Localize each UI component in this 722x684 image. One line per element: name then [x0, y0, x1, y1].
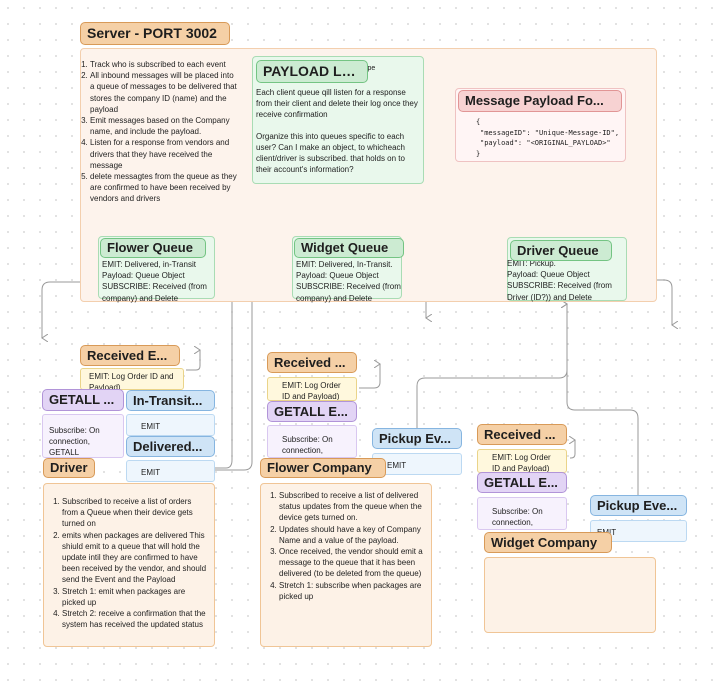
driver-received-loop-connector: [186, 350, 200, 371]
code-line: {: [476, 118, 481, 126]
driver-step: Subscribed to receive a list of orders f…: [62, 496, 208, 530]
widget-received-event-body: EMIT: Log Order ID and Payload): [477, 449, 567, 473]
flower-company-step: Updates should have a key of Company Nam…: [279, 524, 425, 546]
payload-log-para: Organize this into queues specific to ea…: [256, 131, 405, 175]
server-steps: Track who is subscribed to each event Al…: [76, 59, 238, 204]
widget-company-title[interactable]: Widget Company: [484, 532, 612, 553]
driver-title[interactable]: Driver: [43, 458, 95, 478]
flower-received-event-title[interactable]: Received ...: [267, 352, 357, 373]
queue-line: Payload: Queue Object: [507, 270, 590, 280]
flower-queue-to-driver-connector: [42, 281, 98, 338]
driver-step: emits when packages are delivered This s…: [62, 530, 208, 586]
driver-received-event-title[interactable]: Received E...: [80, 345, 180, 366]
driver-queue-right-connector: [627, 279, 672, 325]
driver-queue-title[interactable]: Driver Queue: [510, 240, 612, 261]
flower-company-step: Stretch 1: subscribe when packages are p…: [279, 580, 425, 602]
driver-in-transit-event-title[interactable]: In-Transit...: [126, 390, 215, 411]
payload-log-notes: Each client queue qill listen for a resp…: [256, 87, 420, 175]
driver-getall-event-body: Subscribe: On connection, GETALL: [42, 414, 124, 458]
driver-step: Stretch 2: receive a confirmation that t…: [62, 608, 208, 630]
code-line: "messageID": "Unique-Message-ID",: [480, 128, 620, 137]
message-format-title[interactable]: Message Payload Fo...: [458, 90, 622, 112]
server-step: delete messagtes from the queue as they …: [90, 171, 238, 205]
flower-getall-event-title[interactable]: GETALL E...: [267, 401, 357, 422]
flower-getall-event-body: Subscribe: On connection, GETALL: [267, 425, 357, 458]
server-title[interactable]: Server - PORT 3002: [80, 22, 230, 45]
flower-received-event-body: EMIT: Log Order ID and Payload): [267, 377, 357, 401]
driver-delivered-event-title[interactable]: Delivered...: [126, 436, 215, 457]
queue-line: EMIT: Delivered, In-Transit.: [296, 260, 393, 269]
queue-line: EMIT: Delivered, in-Transit: [102, 260, 196, 269]
widget-queue-body: EMIT: Delivered, In-Transit. Payload: Qu…: [296, 259, 404, 304]
flower-pickup-event-title[interactable]: Pickup Ev...: [372, 428, 462, 449]
driver-delivered-event-body: EMIT: [126, 460, 215, 482]
widget-queue-title[interactable]: Widget Queue: [294, 238, 404, 258]
driver-in-transit-event-body: EMIT: [126, 414, 215, 436]
widget-pickup-to-driver-queue-connector: [567, 304, 639, 495]
widget-received-event-title[interactable]: Received ...: [477, 424, 567, 445]
flower-company-notes-card[interactable]: Subscribed to receive a list of delivere…: [260, 483, 432, 647]
driver-received-event-body: EMIT: Log Order ID and Payload): [80, 368, 184, 390]
widget-pickup-event-title[interactable]: Pickup Eve...: [590, 495, 687, 516]
queue-line: SUBSCRIBE: Received (from company) and D…: [296, 282, 401, 303]
queue-line: EMIT: Pickup.: [507, 259, 556, 268]
flower-queue-body: EMIT: Delivered, in-Transit Payload: Que…: [102, 259, 214, 304]
queue-line: SUBSCRIBE: Received (from Driver (ID?)) …: [507, 281, 612, 302]
flower-received-loop-connector: [359, 364, 380, 389]
driver-getall-event-title[interactable]: GETALL ...: [42, 389, 124, 411]
code-line: }: [476, 149, 481, 158]
server-step: All inbound messages will be placed into…: [90, 70, 238, 115]
server-step: Emit messages based on the Company name,…: [90, 115, 238, 137]
flower-company-step: Once received, the vendor should emit a …: [279, 546, 425, 580]
driver-queue-body: EMIT: Pickup. Payload: Queue Object SUBS…: [507, 258, 625, 303]
flower-queue-title[interactable]: Flower Queue: [100, 238, 206, 258]
payload-log-title[interactable]: PAYLOAD LOG: [256, 60, 368, 83]
flower-company-step: Subscribed to receive a list of delivere…: [279, 490, 425, 524]
widget-getall-event-body: Subscribe: On connection, GETALL: [477, 497, 567, 530]
server-step: Listen for a response from vendors and d…: [90, 137, 238, 171]
queue-line: SUBSCRIBE: Received (from company) and D…: [102, 282, 207, 303]
flower-pickup-to-driver-queue-connector: [416, 304, 567, 428]
queue-line: Payload: Queue Object: [296, 271, 379, 281]
driver-step: Stretch 1: emit when packages are picked…: [62, 586, 208, 608]
flower-pickup-event-body: EMIT: [372, 453, 462, 475]
widget-received-loop-connector: [570, 440, 575, 459]
queue-line: Payload: Queue Object: [102, 271, 185, 281]
flower-company-title[interactable]: Flower Company: [260, 458, 386, 478]
widget-getall-event-title[interactable]: GETALL E...: [477, 472, 567, 493]
widget-company-notes-card[interactable]: [484, 557, 656, 633]
message-format-code: { "messageID": "Unique-Message-ID", "pay…: [476, 117, 622, 159]
payload-log-overflow-text: ype: [364, 65, 376, 72]
server-step: Track who is subscribed to each event: [90, 59, 238, 70]
driver-notes-card[interactable]: Subscribed to receive a list of orders f…: [43, 483, 215, 647]
code-line: "payload": "<ORIGINAL_PAYLOAD>": [480, 139, 611, 147]
payload-log-para: Each client queue qill listen for a resp…: [256, 88, 418, 120]
